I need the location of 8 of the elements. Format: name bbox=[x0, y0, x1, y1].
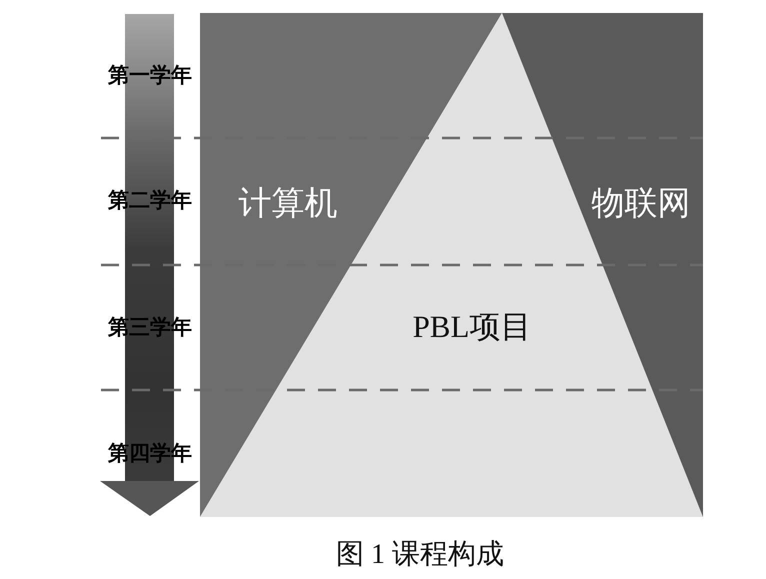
left-course-area bbox=[200, 13, 502, 517]
area-label: 计算机 bbox=[238, 184, 338, 222]
year-label: 第一学年 bbox=[108, 62, 192, 88]
pbl-triangle-area bbox=[200, 13, 703, 517]
area-label: 物联网 bbox=[592, 184, 690, 222]
right-course-area bbox=[502, 13, 703, 517]
figure-caption: 图 1 课程构成 bbox=[336, 538, 504, 572]
area-label: PBL项目 bbox=[412, 309, 532, 345]
